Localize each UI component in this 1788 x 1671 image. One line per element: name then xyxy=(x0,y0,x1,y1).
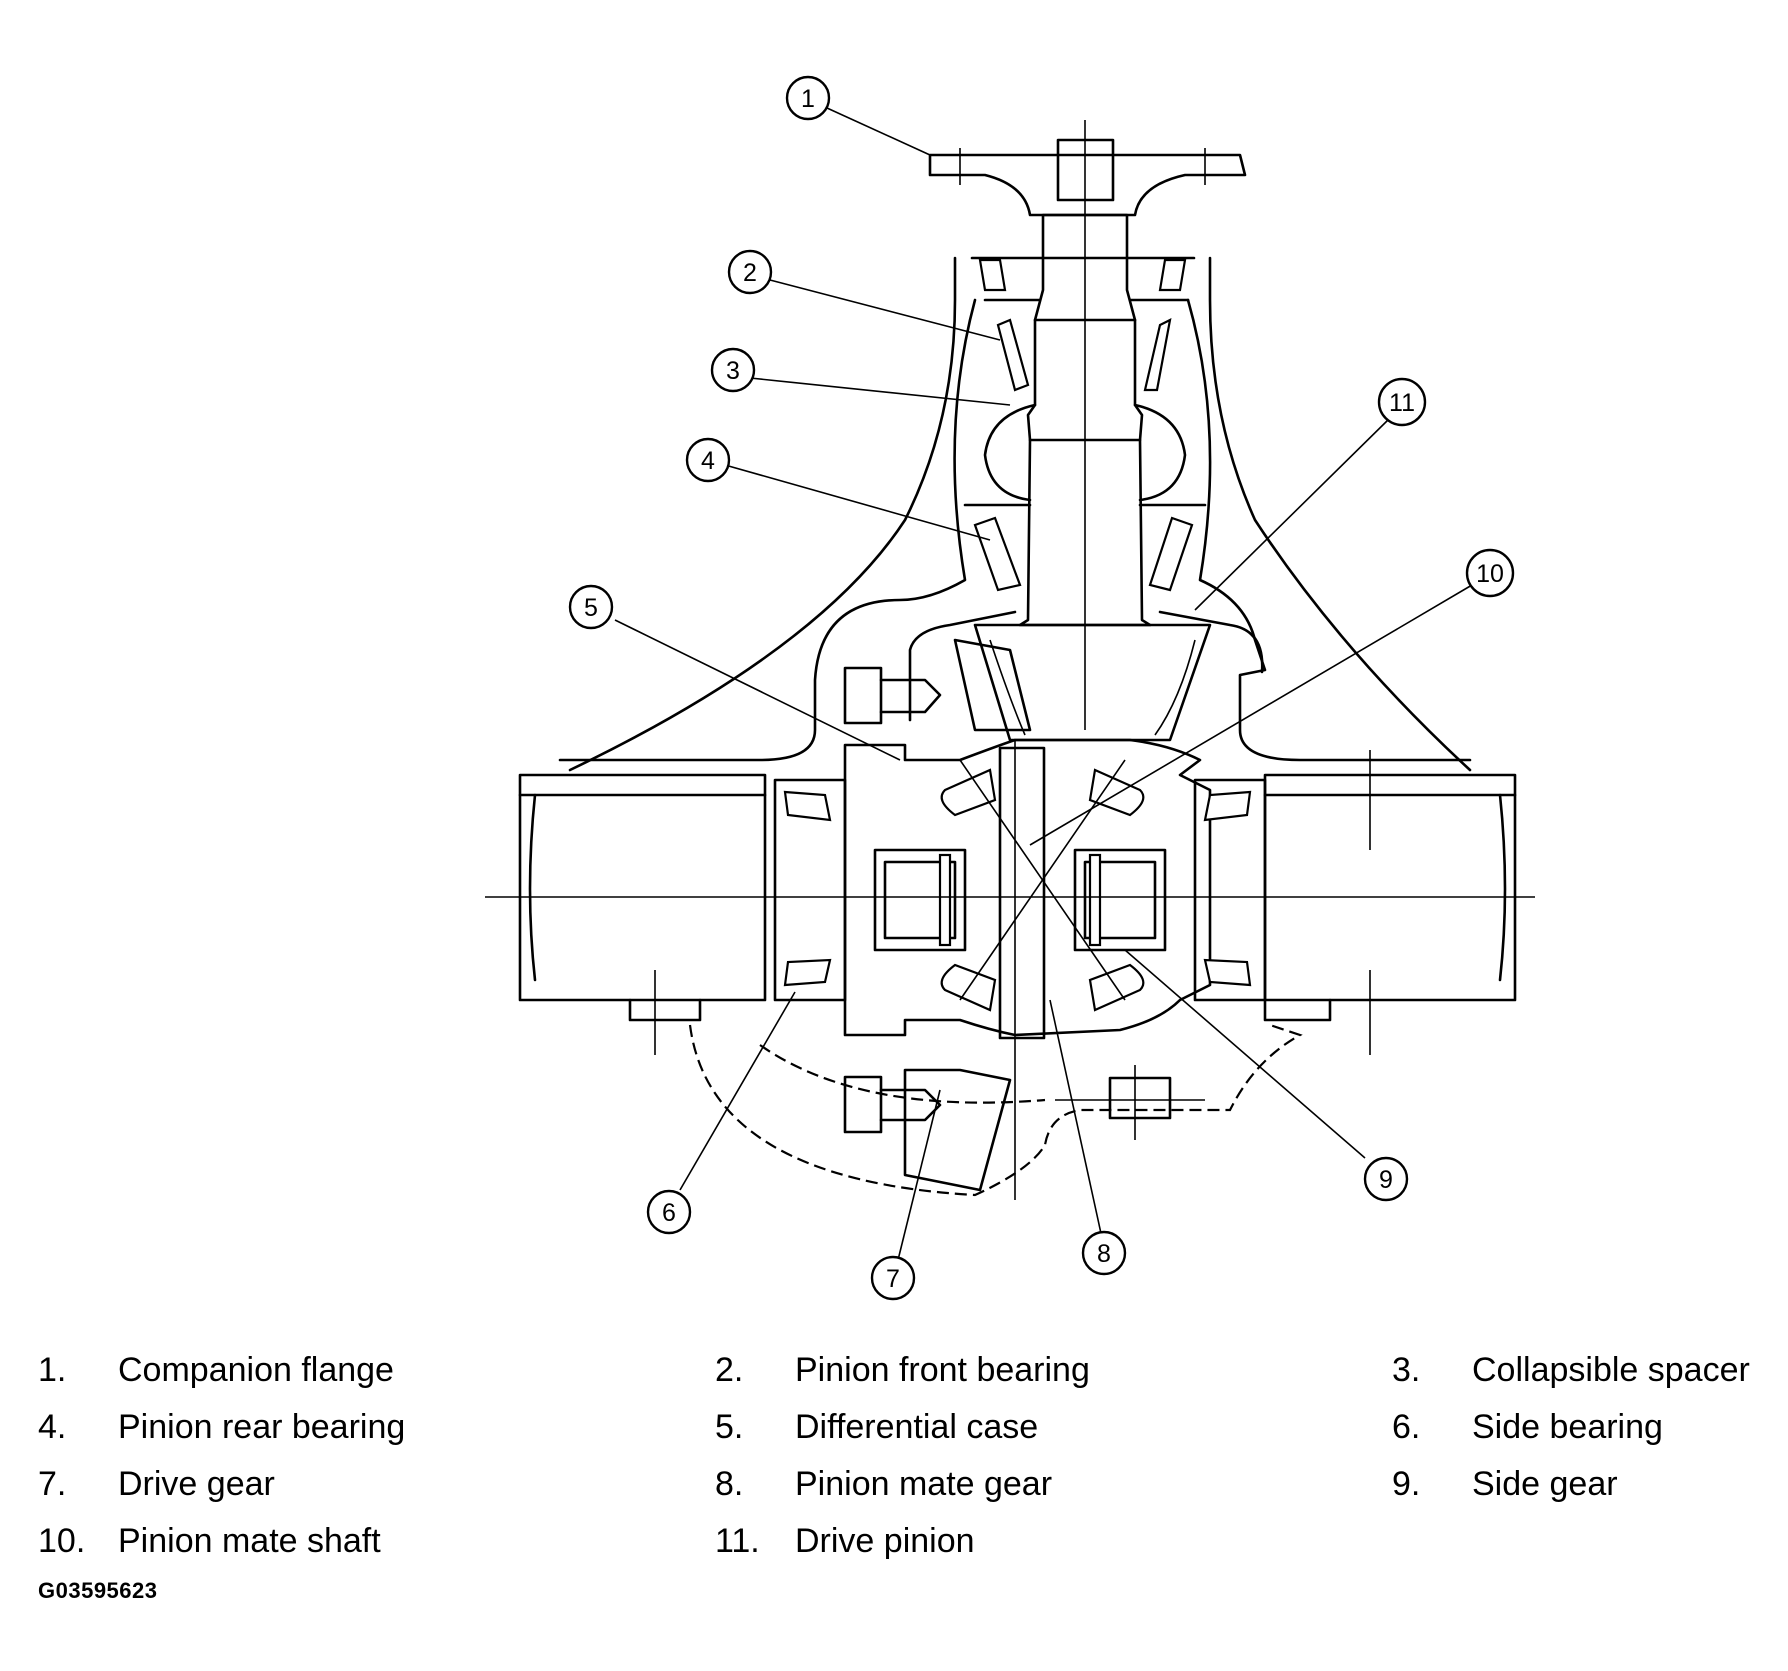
pinion-mate-gears xyxy=(940,768,1145,1012)
svg-text:11: 11 xyxy=(1389,389,1415,417)
pinion-seal-left xyxy=(978,258,1007,292)
figure-id: G03595623 xyxy=(38,1578,158,1603)
svg-text:7: 7 xyxy=(886,1265,900,1293)
callout-11: 11 xyxy=(1377,377,1427,427)
collapsible-spacer xyxy=(983,403,1187,502)
callout-1: 1 xyxy=(785,75,831,121)
svg-text:9: 9 xyxy=(1379,1166,1393,1194)
callout-6: 6 xyxy=(646,1189,692,1235)
drive-pinion xyxy=(973,213,1212,742)
centerlines xyxy=(485,120,1535,1200)
svg-text:1: 1 xyxy=(801,85,815,113)
callout-3: 3 xyxy=(710,347,756,393)
differential-cross-section-diagram: 1 2 3 4 5 6 7 8 9 10 11 xyxy=(485,75,1535,1301)
pinion-front-bearing xyxy=(983,298,1190,392)
svg-text:10: 10 xyxy=(1476,560,1504,588)
callout-2: 2 xyxy=(727,249,773,295)
callout-9: 9 xyxy=(1363,1156,1409,1202)
companion-flange xyxy=(928,138,1247,217)
callout-5: 5 xyxy=(568,584,614,630)
svg-text:4: 4 xyxy=(701,447,715,475)
differential-case xyxy=(843,666,1212,1134)
svg-text:2: 2 xyxy=(743,259,757,287)
svg-text:6: 6 xyxy=(662,1199,676,1227)
callout-8: 8 xyxy=(1081,1230,1127,1276)
svg-text:3: 3 xyxy=(726,357,740,385)
pinion-mate-shaft xyxy=(959,746,1126,1040)
leader-lines xyxy=(614,107,1473,1261)
drive-gear xyxy=(903,638,1032,1192)
svg-text:5: 5 xyxy=(584,594,598,622)
rear-cover-outline xyxy=(688,1023,1303,1197)
svg-text:8: 8 xyxy=(1097,1240,1111,1268)
pinion-rear-bearing xyxy=(963,503,1207,592)
side-bearings xyxy=(773,778,1267,1002)
side-gears xyxy=(873,848,1167,952)
callout-4: 4 xyxy=(685,437,731,483)
callout-7: 7 xyxy=(870,1255,916,1301)
callout-10: 10 xyxy=(1465,548,1515,598)
pinion-seal-right xyxy=(1158,258,1187,292)
left-axle-tube xyxy=(518,773,767,1022)
parts-legend: 1. Companion flange 2. Pinion front bear… xyxy=(38,1351,1750,1560)
carrier-housing xyxy=(558,256,1472,772)
